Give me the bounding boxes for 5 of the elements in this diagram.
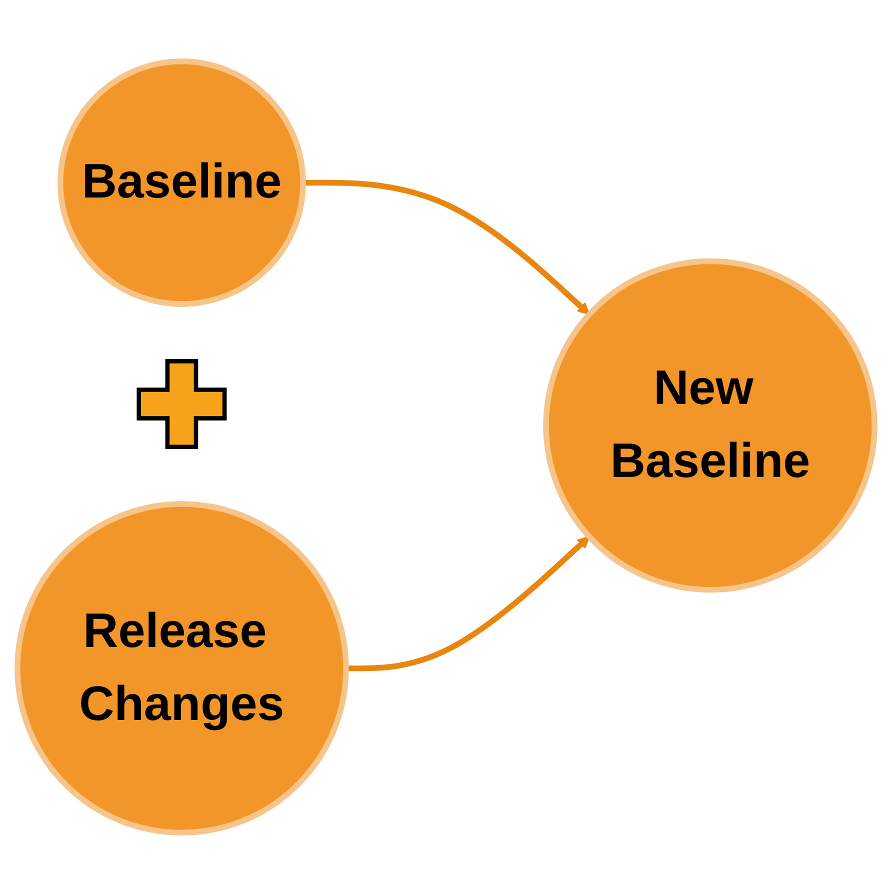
- circle-node: Release Changes: [14, 501, 349, 836]
- circle-node: Baseline: [58, 58, 306, 307]
- arrow: [346, 536, 590, 672]
- circle-node: New Baseline: [543, 258, 878, 593]
- plus-icon: [136, 359, 227, 450]
